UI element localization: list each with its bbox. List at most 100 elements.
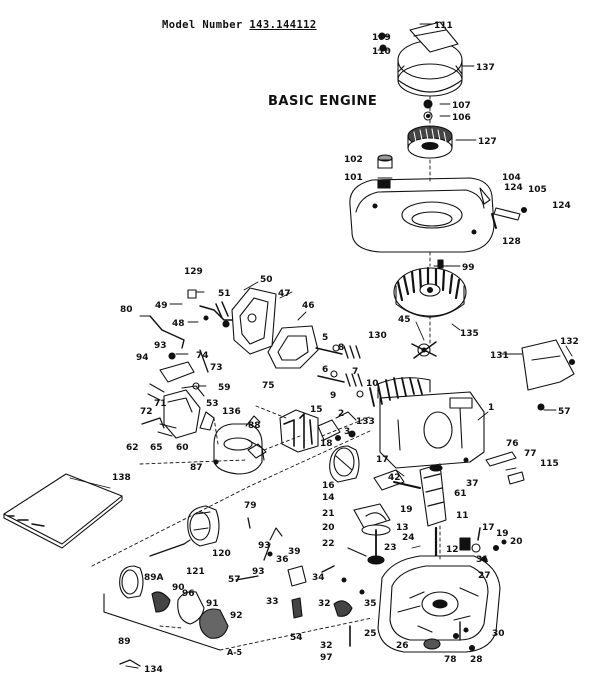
cylinder-block-drawing [369,341,485,469]
part-number-label: 99 [462,263,475,273]
part-number-label: 109 [372,33,391,43]
gasket-drawing [231,287,319,369]
part-number-label: 5 [322,333,328,343]
part-number-label: 129 [184,267,203,277]
part-number-label: 97 [320,653,333,663]
part-number-label: 19 [400,505,413,515]
part-number-label: 121 [186,567,205,577]
part-number-label: 10 [366,379,379,389]
page-mark: A-5 [227,648,243,657]
part-number-label: 120 [212,549,231,559]
part-number-label: 9 [330,391,336,401]
screw-drawing [423,99,433,121]
part-number-label: 130 [368,331,387,341]
part-number-label: 93 [154,341,167,351]
part-number-label: 90 [172,583,185,593]
part-number-labels: 111 109 110 137 107 106 127 102 101 104 … [112,21,579,675]
part-number-label: 26 [396,641,409,651]
part-number-label: 80 [120,305,133,315]
part-number-label: 39 [288,547,301,557]
starter-housing-drawing [378,21,463,97]
label-part-drawing [119,659,141,667]
part-number-label: 127 [478,137,497,147]
part-number-label: 110 [372,47,391,57]
part-number-label: 73 [210,363,223,373]
part-number-label: 131 [490,351,509,361]
part-number-label: 78 [444,655,457,665]
part-number-label: 25 [364,629,377,639]
part-number-label: 32 [320,641,333,651]
part-number-label: 102 [344,155,363,165]
part-number-label: 87 [190,463,203,473]
part-number-label: 6 [322,365,328,375]
part-number-label: 93 [252,567,265,577]
part-number-label: 3 [344,427,350,437]
part-number-label: 31 [476,555,489,565]
bracket-parts-drawing [479,187,528,229]
part-number-label: 33 [266,597,279,607]
part-number-label: 7 [352,367,358,377]
part-number-label: 21 [322,509,335,519]
misc-screws-drawing [235,517,283,581]
part-number-label: 18 [320,439,333,449]
part-number-label: 111 [434,21,453,31]
part-number-label: 51 [218,289,231,299]
part-number-label: 19 [496,529,509,539]
part-number-label: 79 [244,501,257,511]
governor-link-drawing [149,315,209,383]
reference-lines [91,95,441,651]
part-number-label: 77 [524,449,537,459]
part-number-label: 61 [454,489,467,499]
part-number-label: 1 [488,403,494,413]
part-number-label: 42 [388,473,401,483]
part-number-label: 50 [260,275,273,285]
part-number-label: 48 [172,319,185,329]
part-number-label: 59 [218,383,231,393]
part-number-label: 11 [456,511,469,521]
bottom-parts-drawing [423,621,476,652]
part-number-label: 105 [528,185,547,195]
flywheel-drawing [393,259,467,318]
part-number-label: 13 [396,523,409,533]
part-number-label: 36 [276,555,289,565]
part-number-label: 74 [196,351,209,361]
part-number-label: 8 [338,343,344,353]
part-number-label: 35 [364,599,377,609]
part-number-label: 128 [502,237,521,247]
part-number-label: 115 [540,459,559,469]
part-number-label: 76 [506,439,519,449]
carburetor-parts-drawing [187,289,233,328]
part-number-label: 27 [478,571,491,581]
muffler-drawing [279,409,357,453]
part-number-label: 60 [176,443,189,453]
part-number-label: 65 [150,443,163,453]
part-number-label: 134 [144,665,163,675]
part-number-label: 71 [154,399,167,409]
part-number-label: 106 [452,113,471,123]
part-number-label: 132 [560,337,579,347]
part-number-label: 136 [222,407,241,417]
model-number-value: 143.144112 [249,19,317,31]
part-number-label: 138 [112,473,131,483]
part-number-label: 89A [144,573,164,583]
starter-cup-drawing [407,125,453,159]
fuel-tank-drawing [213,415,267,475]
part-number-label: 17 [376,455,389,465]
part-number-label: 92 [230,611,243,621]
model-number-label: Model Number [162,19,243,31]
carburetor-body-drawing [141,382,215,439]
part-number-label: 46 [302,301,315,311]
part-number-label: 34 [312,573,325,583]
diagram-title: BASIC ENGINE [268,94,378,109]
blower-housing-drawing [349,177,495,253]
part-number-label: 91 [206,599,219,609]
part-number-label: 137 [476,63,495,73]
engine-base-drawing [377,555,501,653]
nut-drawing [377,154,393,169]
model-number-line: Model Number 143.144112 [162,19,317,31]
part-number-label: 54 [290,633,303,643]
intake-elbow-drawing [329,434,360,483]
valve-parts-drawing [315,344,364,398]
